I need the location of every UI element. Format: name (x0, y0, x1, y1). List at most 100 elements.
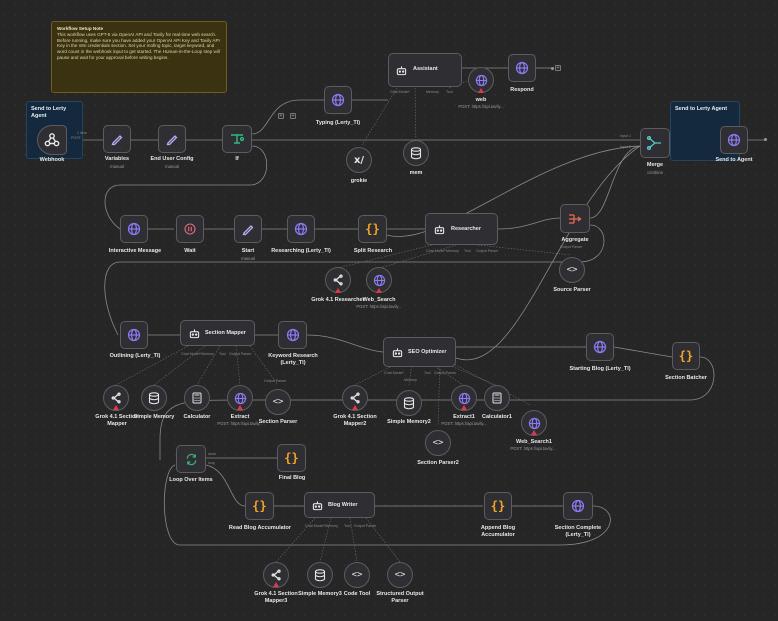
section-mapper-label: Section Mapper (205, 330, 246, 336)
aggregate-node[interactable] (560, 204, 590, 233)
code-braces-icon: {} (365, 222, 380, 236)
respond-node[interactable] (508, 54, 536, 82)
end-user-config-sub: manual (165, 164, 179, 169)
robot-icon (434, 225, 445, 235)
grok-section-mapper2-node[interactable] (342, 385, 368, 411)
section-parser-output-port: Output Parser (264, 379, 287, 383)
grokie-model-node[interactable]: x/ (346, 147, 372, 173)
branch-icon (231, 134, 245, 144)
wait-node[interactable] (176, 215, 204, 243)
read-blog-accumulator-node[interactable]: {} (245, 492, 274, 520)
webhook-node[interactable] (37, 125, 67, 155)
structured-output-parser-node[interactable]: <> (387, 562, 413, 588)
extract1-sub: POST: https://api.tavily... (441, 421, 487, 426)
seo-optimizer-tool-port: Tool (424, 371, 431, 375)
note-title: Workflow Setup Note (57, 26, 104, 31)
globe-icon (373, 274, 385, 286)
section-parser2-node[interactable]: <> (425, 430, 451, 456)
section-batcher-label: Section Batcher (665, 375, 707, 381)
if-node[interactable] (222, 125, 252, 153)
warning-icon (335, 288, 341, 293)
code-tool-node[interactable]: <> (344, 562, 370, 588)
globe-icon (127, 328, 141, 342)
webhook-post-port: POST (71, 136, 81, 140)
seo-optimizer-output-parser-port: Output Parser (434, 371, 457, 375)
database-icon (314, 568, 326, 581)
append-blog-accumulator-label: Append Blog Accumulator (480, 525, 516, 538)
blog-writer-tool-port: Tool (344, 524, 351, 528)
respond-label: Respond (510, 87, 534, 93)
end-user-config-node[interactable] (158, 125, 186, 153)
simple-memory3-node[interactable] (307, 562, 333, 588)
outlining-label: Outlining (Lerty_TI) (109, 353, 161, 359)
pen-icon (242, 225, 254, 236)
simple-memory2-node[interactable] (396, 390, 422, 416)
wait-label: Wait (184, 248, 196, 254)
calculator1-node[interactable] (484, 385, 510, 411)
split-research-label: Split Research (353, 248, 393, 254)
keyword-research-node[interactable] (278, 321, 307, 349)
starting-blog-node[interactable] (586, 333, 614, 361)
loop-over-items-node[interactable] (176, 445, 206, 473)
merge-sub: combine (647, 170, 663, 175)
mem-memory-node[interactable] (403, 140, 429, 166)
blog-writer-node[interactable]: Blog Writer (304, 492, 375, 518)
code-tag-icon: <> (272, 397, 284, 407)
researcher-node[interactable]: Researcher (425, 213, 498, 245)
warning-icon (237, 405, 243, 410)
assistant-label: Assistant (413, 66, 438, 72)
merge-input2: Input 2 (620, 145, 631, 149)
simple-memory-node[interactable] (141, 385, 167, 411)
webhook-items-port: 1 item (77, 131, 87, 135)
append-blog-accumulator-node[interactable]: {} (484, 492, 512, 520)
split-research-node[interactable]: {} (358, 215, 387, 243)
section-mapper-chat-model-port: Chat Model* (181, 352, 201, 356)
merge-node[interactable] (640, 128, 670, 158)
globe-icon (571, 499, 585, 513)
warning-icon (113, 405, 119, 410)
blog-writer-label: Blog Writer (328, 502, 358, 508)
end-user-config-label: End User Config (150, 156, 194, 162)
pen-icon (111, 135, 123, 146)
send-to-agent-node[interactable] (720, 126, 748, 154)
section-mapper-node[interactable]: Section Mapper (180, 320, 255, 346)
grok-section-mapper3-label: Grok 4.1 Section Mapper3 (254, 591, 298, 604)
seo-optimizer-label: SEO Optimizer (408, 349, 447, 355)
grok-icon (111, 392, 121, 404)
xai-icon: x/ (353, 154, 365, 166)
outlining-node[interactable] (120, 321, 148, 349)
section-parser2-label: Section Parser2 (417, 460, 459, 466)
warning-icon (352, 405, 358, 410)
researcher-tool-port: Tool (464, 249, 471, 253)
assistant-node[interactable]: Assistant (388, 53, 462, 87)
researching-node[interactable] (287, 215, 315, 243)
start-node[interactable] (234, 215, 262, 243)
section-batcher-node[interactable]: {} (672, 342, 700, 370)
workflow-setup-note[interactable]: Workflow Setup Note This workflow uses G… (51, 21, 227, 93)
globe-icon (234, 392, 246, 404)
code-tag-icon: <> (351, 570, 363, 580)
interactive-message-node[interactable] (120, 215, 148, 243)
merge-input1: Input 1 (620, 134, 631, 138)
typing-label: Typing (Lerty_TI) (315, 120, 361, 126)
pause-icon (184, 223, 196, 235)
seo-optimizer-node[interactable]: SEO Optimizer (383, 337, 456, 367)
pen-icon (166, 135, 178, 146)
database-icon (410, 146, 422, 159)
section-complete-node[interactable] (563, 492, 593, 520)
source-parser-node[interactable]: <> (559, 257, 585, 283)
calculator-node[interactable] (184, 385, 210, 411)
variables-node[interactable] (103, 125, 131, 153)
warning-icon (478, 88, 484, 93)
code-tag-icon: <> (394, 570, 406, 580)
add-node-button[interactable]: + (290, 113, 296, 119)
add-node-button[interactable]: + (555, 65, 561, 71)
add-node-button[interactable]: + (278, 113, 284, 119)
globe-icon (331, 93, 345, 107)
grok-icon (333, 274, 343, 286)
final-blog-node[interactable]: {} (277, 444, 306, 472)
section-parser-node[interactable]: <> (265, 389, 291, 415)
typing-node[interactable] (324, 86, 352, 114)
calculator1-label: Calculator1 (482, 414, 512, 420)
